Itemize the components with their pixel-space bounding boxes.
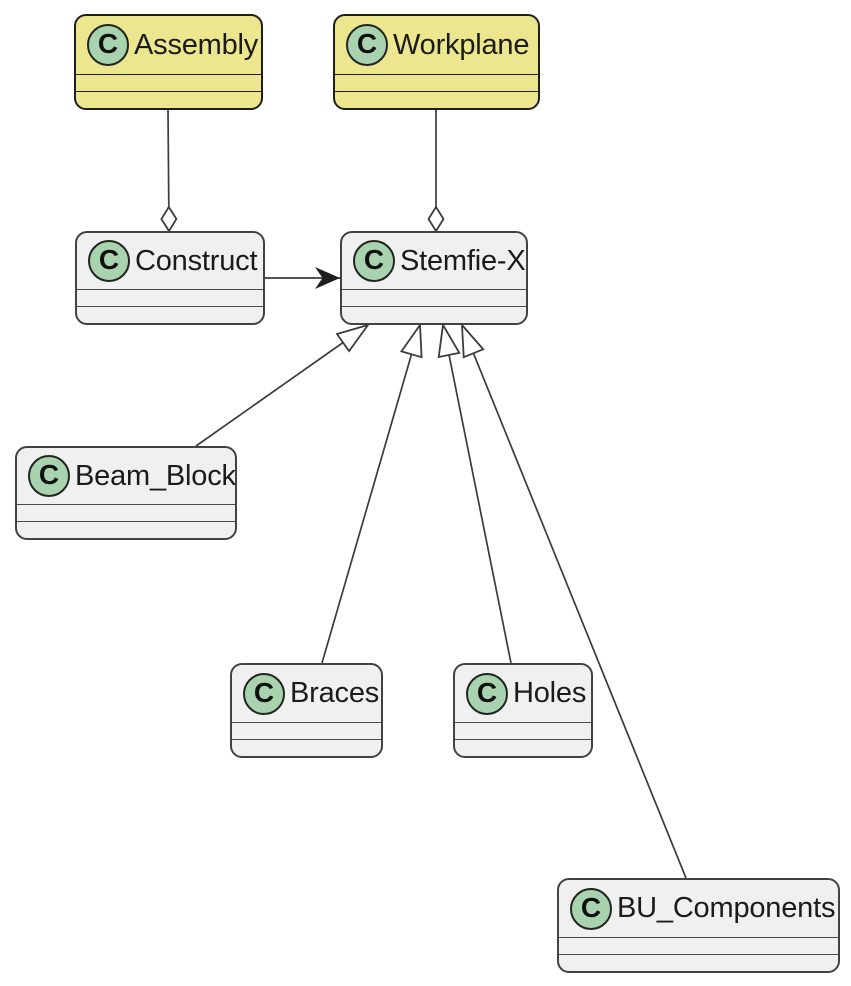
class-name: Holes	[513, 677, 587, 709]
attributes-compartment	[335, 74, 538, 91]
attributes-compartment	[77, 289, 263, 306]
class-stemfie-x[interactable]: C Stemfie-X	[340, 231, 528, 325]
class-name: BU_Components	[617, 892, 836, 924]
attributes-compartment	[559, 937, 838, 954]
class-header: C Assembly	[76, 16, 261, 74]
methods-compartment	[455, 739, 591, 756]
edge-holes-stemfiex-inheritance	[437, 322, 512, 664]
class-construct[interactable]: C Construct	[75, 231, 265, 325]
class-icon: C	[353, 240, 395, 282]
class-icon: C	[466, 672, 508, 715]
methods-compartment	[342, 306, 526, 323]
class-name: Stemfie-X	[400, 244, 526, 277]
class-header: C Workplane	[335, 16, 538, 74]
class-assembly[interactable]: C Assembly	[74, 14, 263, 110]
methods-compartment	[77, 306, 263, 323]
edge-bucomponents-stemfiex-inheritance	[460, 322, 687, 879]
class-name: Assembly	[134, 28, 259, 61]
attributes-compartment	[232, 722, 381, 739]
class-header: C Braces	[232, 665, 381, 722]
methods-compartment	[76, 91, 261, 108]
edge-assembly-construct-aggregation	[168, 109, 169, 231]
class-beam-block[interactable]: C Beam_Block	[15, 446, 237, 540]
class-name: Construct	[135, 244, 258, 277]
methods-compartment	[559, 954, 838, 971]
class-header: C Stemfie-X	[342, 233, 526, 289]
class-name: Workplane	[393, 28, 530, 61]
attributes-compartment	[342, 289, 526, 306]
class-icon: C	[570, 887, 612, 930]
attributes-compartment	[17, 504, 235, 521]
class-name: Braces	[290, 677, 380, 709]
class-header: C BU_Components	[559, 880, 838, 937]
edge-beamblock-stemfiex-inheritance	[195, 323, 371, 447]
class-icon: C	[346, 24, 388, 66]
class-header: C Beam_Block	[17, 448, 235, 504]
methods-compartment	[335, 91, 538, 108]
class-icon: C	[88, 240, 130, 282]
class-icon: C	[243, 672, 285, 715]
class-header: C Construct	[77, 233, 263, 289]
methods-compartment	[232, 739, 381, 756]
attributes-compartment	[455, 722, 591, 739]
class-name: Beam_Block	[75, 459, 236, 492]
class-workplane[interactable]: C Workplane	[333, 14, 540, 110]
class-bu-components[interactable]: C BU_Components	[557, 878, 840, 973]
class-holes[interactable]: C Holes	[453, 663, 593, 758]
class-icon: C	[28, 455, 70, 497]
class-icon: C	[87, 24, 129, 66]
class-header: C Holes	[455, 665, 591, 722]
attributes-compartment	[76, 74, 261, 91]
class-braces[interactable]: C Braces	[230, 663, 383, 758]
methods-compartment	[17, 521, 235, 538]
edge-braces-stemfiex-inheritance	[321, 322, 423, 664]
